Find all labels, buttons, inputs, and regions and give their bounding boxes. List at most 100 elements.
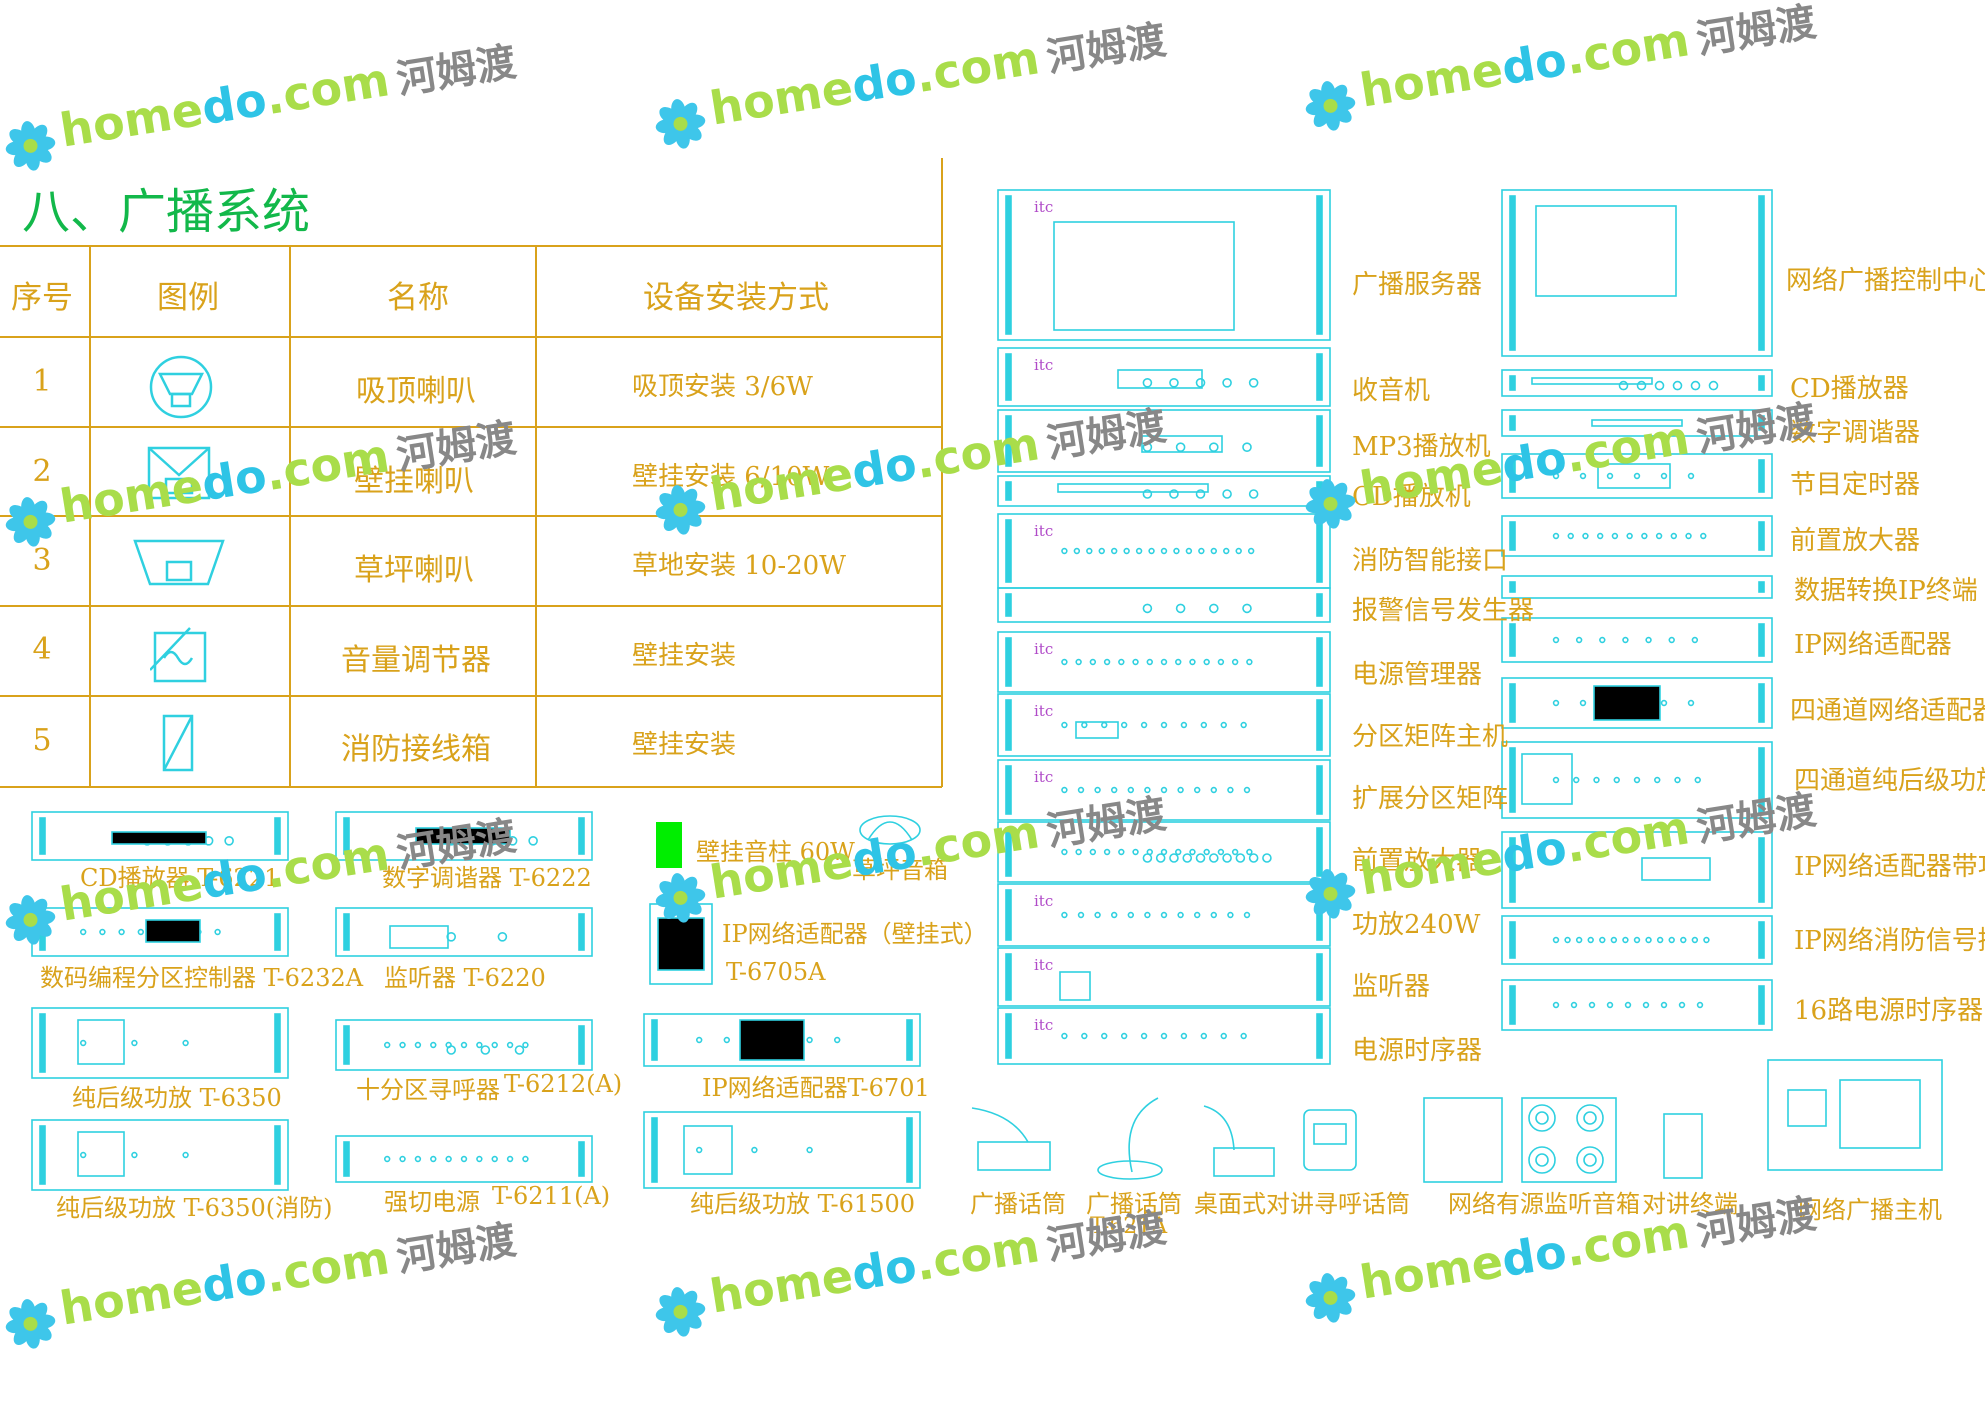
row-4-name: 音量调节器 xyxy=(341,643,491,678)
right-label-timer: 节目定时器 xyxy=(1790,470,1921,500)
row-3-install: 草地安装 10-20W xyxy=(632,551,846,581)
label-power-amp-t6350: 纯后级功放 T-6350 xyxy=(72,1084,282,1112)
label-broadcast-mic-2: 广播话筒 xyxy=(1086,1190,1182,1218)
right-unit-4ch-adapter xyxy=(1501,677,1773,729)
rack-unit-radio: itc xyxy=(997,347,1331,407)
intercom-panel-icon xyxy=(1303,1109,1357,1171)
right-label-ip-adapter-amp: IP网络适配器带功放 xyxy=(1794,852,1985,882)
right-label-control-center: 网络广播控制中心 xyxy=(1786,266,1985,296)
device-zone-ctrl-t6232a xyxy=(31,907,289,957)
desktop-intercom-mic-icon xyxy=(1203,1105,1275,1177)
rack-unit-broadcast-server: itc xyxy=(997,189,1331,341)
label-network-monitor-speaker: 网络有源监听音箱 xyxy=(1448,1190,1640,1218)
device-pager-t6212a xyxy=(335,1019,593,1071)
label-lawn-speaker-box: 草坪音箱 xyxy=(852,856,948,884)
row-4-no: 4 xyxy=(32,632,52,667)
device-tuner-t6222 xyxy=(335,811,593,861)
svg-text:itc: itc xyxy=(1034,522,1053,540)
network-monitor-speaker-icon xyxy=(1423,1097,1617,1183)
right-label-preamp: 前置放大器 xyxy=(1790,526,1921,556)
header-legend: 图例 xyxy=(157,280,219,316)
label-ip-adapter-wall-model: T-6705A xyxy=(726,958,826,986)
rack-unit-power-manager: itc xyxy=(997,631,1331,693)
row-1-install: 吸顶安装 3/6W xyxy=(632,372,813,402)
svg-text:itc: itc xyxy=(1034,892,1053,910)
device-monitor-t6220 xyxy=(335,907,593,957)
device-ip-adapter-t6701 xyxy=(643,1013,921,1067)
right-unit-ip-adapter xyxy=(1501,617,1773,663)
right-unit-ip-fire xyxy=(1501,915,1773,965)
right-label-ip-fire-interface: IP网络消防信号接口 xyxy=(1794,926,1985,956)
row-5-no: 5 xyxy=(32,723,52,758)
lawn-speaker-icon xyxy=(133,539,225,586)
label-force-power: 强切电源 xyxy=(384,1188,480,1216)
device-amp-t6350 xyxy=(31,1007,289,1079)
device-amp-t6350-fire xyxy=(31,1119,289,1191)
label-ip-adapter-t6701: IP网络适配器T-6701 xyxy=(702,1074,930,1102)
right-unit-control-center xyxy=(1501,189,1773,357)
right-label-cd-player: CD播放器 xyxy=(1790,374,1909,404)
right-unit-16ch-sequencer xyxy=(1501,979,1773,1031)
right-unit-preamp xyxy=(1501,515,1773,557)
svg-text:itc: itc xyxy=(1034,702,1053,720)
rack-unit-cd xyxy=(997,475,1331,507)
rack-label-power-manager: 电源管理器 xyxy=(1352,660,1483,690)
right-label-tuner: 数字调谐器 xyxy=(1790,418,1921,448)
header-install: 设备安装方式 xyxy=(643,280,829,316)
label-ip-adapter-wall: IP网络适配器（壁挂式） xyxy=(722,920,988,948)
row-4-install: 壁挂安装 xyxy=(632,641,737,671)
svg-text:itc: itc xyxy=(1034,640,1053,658)
rack-unit-sequencer: itc xyxy=(997,1007,1331,1065)
row-1-name: 吸顶喇叭 xyxy=(356,374,476,409)
rack-label-cd-player: CD播放机 xyxy=(1352,482,1471,512)
rack-label-alarm-generator: 报警信号发生器 xyxy=(1352,596,1535,626)
label-zone-controller-t6232a: 数码编程分区控制器 T-6232A xyxy=(40,964,364,992)
svg-text:itc: itc xyxy=(1034,768,1053,786)
rack-label-radio: 收音机 xyxy=(1352,376,1431,406)
row-3-no: 3 xyxy=(32,543,52,578)
right-label-4ch-adapter: 四通道网络适配器 xyxy=(1790,696,1985,726)
device-force-power-t6211a xyxy=(335,1135,593,1183)
rack-unit-amp-240w: itc xyxy=(997,883,1331,947)
rack-unit-preamp xyxy=(997,821,1331,883)
fire-junction-box-icon xyxy=(162,714,194,772)
svg-text:itc: itc xyxy=(1034,356,1053,374)
row-2-no: 2 xyxy=(32,454,52,489)
svg-text:itc: itc xyxy=(1034,1016,1053,1034)
label-force-power-model: T-6211(A) xyxy=(492,1182,611,1210)
row-5-name: 消防接线箱 xyxy=(341,732,491,767)
right-unit-data-ip xyxy=(1501,575,1773,599)
label-column-speaker: 壁挂音柱 60W xyxy=(696,838,855,866)
label-power-amp-t61500: 纯后级功放 T-61500 xyxy=(690,1190,915,1218)
rack-label-power-sequencer: 电源时序器 xyxy=(1352,1036,1483,1066)
column-speaker-block xyxy=(656,822,682,868)
device-cd-t6221 xyxy=(31,811,289,861)
header-no: 序号 xyxy=(11,280,73,316)
row-1-no: 1 xyxy=(32,364,52,399)
rack-unit-alarm xyxy=(997,587,1331,623)
rack-unit-mp3 xyxy=(997,409,1331,473)
volume-control-icon xyxy=(150,627,207,683)
ip-adapter-wall-icon xyxy=(649,903,713,985)
label-tuner-t6222: 数字调谐器 T-6222 xyxy=(382,864,592,892)
rack-label-mp3-player: MP3播放机 xyxy=(1352,432,1491,462)
broadcast-mic-2-icon xyxy=(1097,1097,1163,1180)
page-title: 八、广播系统 xyxy=(22,184,311,240)
rack-label-power-amp-240w: 功放240W xyxy=(1352,910,1481,940)
label-mic-model: T-621A xyxy=(1090,1214,1168,1239)
right-unit-ip-adapter-amp xyxy=(1501,831,1773,909)
label-desktop-intercom-mic: 桌面式对讲寻呼话筒 xyxy=(1194,1190,1410,1218)
label-intercom-terminal: 对讲终端 xyxy=(1642,1190,1738,1218)
right-unit-cd xyxy=(1501,369,1773,397)
label-cd-player-t6221: CD播放器 T-6221 xyxy=(80,864,280,892)
rack-label-preamp: 前置放大器 xyxy=(1352,846,1483,876)
broadcast-mic-1-icon xyxy=(971,1107,1051,1171)
header-name: 名称 xyxy=(387,280,449,316)
right-unit-timer xyxy=(1501,453,1773,499)
right-unit-4ch-amp xyxy=(1501,741,1773,819)
right-label-4ch-power-amp: 四通道纯后级功放 xyxy=(1794,766,1985,796)
rack-unit-ext-matrix: itc xyxy=(997,759,1331,821)
rack-label-fire-interface: 消防智能接口 xyxy=(1352,546,1509,576)
